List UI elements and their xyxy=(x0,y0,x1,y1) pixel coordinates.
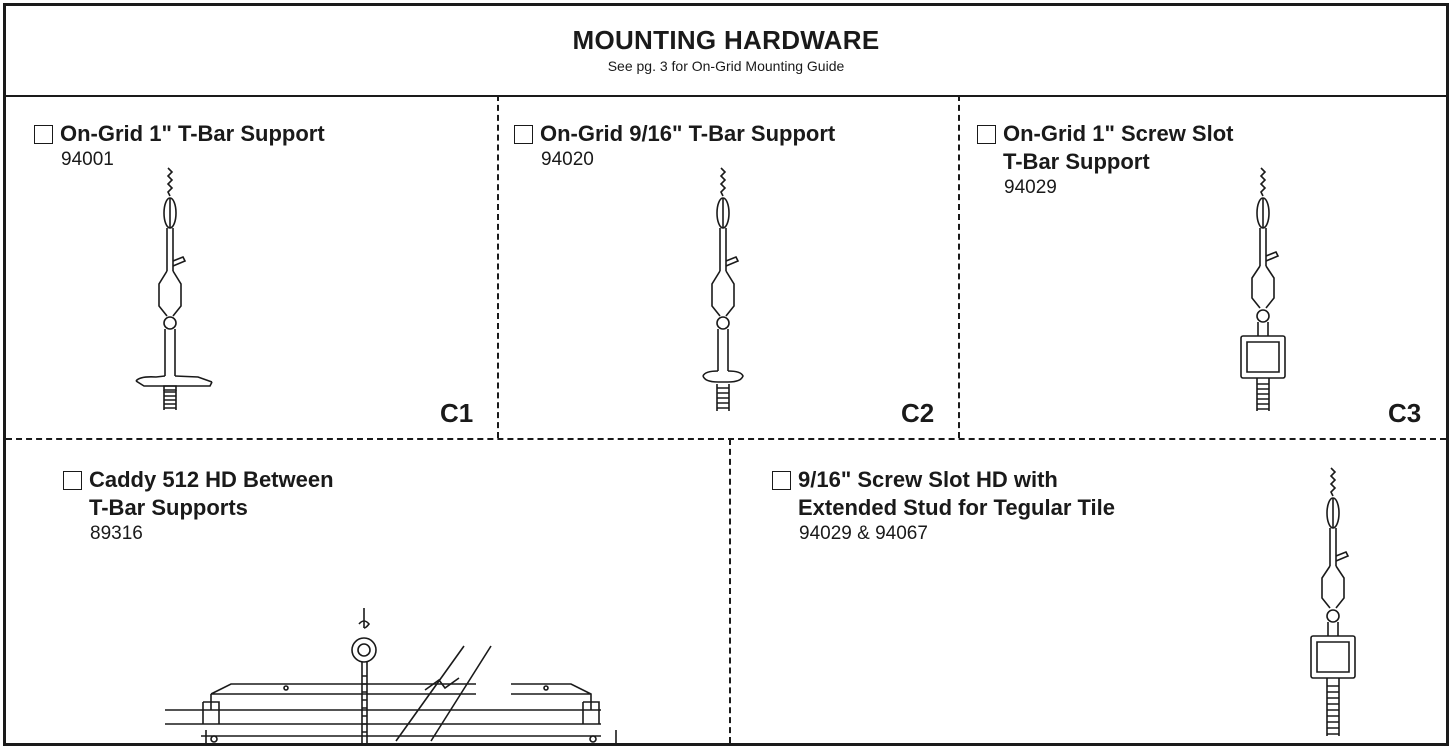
screw-slot-extended-stud-drawing xyxy=(1303,466,1363,746)
item-c1: On-Grid 1" T-Bar Support 94001 xyxy=(34,120,325,172)
item-c3-part: 94029 xyxy=(1004,177,1057,198)
item-caddy-title-line2: T-Bar Supports xyxy=(89,495,248,520)
t-bar-support-1in-drawing xyxy=(126,166,216,398)
item-c1-title: On-Grid 1" T-Bar Support xyxy=(60,121,325,146)
page-subtitle: See pg. 3 for On-Grid Mounting Guide xyxy=(607,58,845,74)
item-caddy-title-line1: Caddy 512 HD Between xyxy=(89,467,334,492)
item-c2-title: On-Grid 9/16" T-Bar Support xyxy=(540,121,836,146)
item-c3-code: C3 xyxy=(1388,398,1422,428)
item-c3: On-Grid 1" Screw Slot T-Bar Support 9402… xyxy=(977,120,1233,200)
item-caddy-part: 89316 xyxy=(90,523,143,544)
item-c2-code: C2 xyxy=(901,398,935,428)
header: MOUNTING HARDWARE See pg. 3 for On-Grid … xyxy=(6,6,1446,97)
item-caddy: Caddy 512 HD Between T-Bar Supports 8931… xyxy=(63,466,334,546)
divider-c1-c2 xyxy=(497,95,499,438)
t-bar-support-916-drawing xyxy=(693,166,753,416)
checkbox-c1[interactable] xyxy=(34,125,53,144)
item-extended-stud-title-line2: Extended Stud for Tegular Tile xyxy=(798,495,1116,520)
item-c1-part: 94001 xyxy=(61,149,114,170)
item-c2-part: 94020 xyxy=(541,149,594,170)
page-title: MOUNTING HARDWARE xyxy=(572,25,880,55)
divider-c2-c3 xyxy=(958,95,960,438)
item-c1-code: C1 xyxy=(440,398,474,428)
item-extended-stud-title-line1: 9/16" Screw Slot HD with xyxy=(798,467,1058,492)
item-extended-stud: 9/16" Screw Slot HD with Extended Stud f… xyxy=(772,466,1115,546)
mounting-hardware-sheet: MOUNTING HARDWARE See pg. 3 for On-Grid … xyxy=(3,3,1449,746)
checkbox-c3[interactable] xyxy=(977,125,996,144)
divider-row xyxy=(6,438,1446,440)
screw-slot-support-drawing xyxy=(1233,166,1293,416)
checkbox-extended-stud[interactable] xyxy=(772,471,791,490)
item-c3-title-line1: On-Grid 1" Screw Slot xyxy=(1003,121,1234,146)
item-c3-title-line2: T-Bar Support xyxy=(1003,149,1150,174)
divider-bottom xyxy=(729,439,731,743)
checkbox-caddy[interactable] xyxy=(63,471,82,490)
item-extended-stud-part: 94029 & 94067 xyxy=(799,523,928,544)
item-c2: On-Grid 9/16" T-Bar Support 94020 xyxy=(514,120,835,172)
caddy-between-supports-drawing xyxy=(161,606,621,746)
checkbox-c2[interactable] xyxy=(514,125,533,144)
